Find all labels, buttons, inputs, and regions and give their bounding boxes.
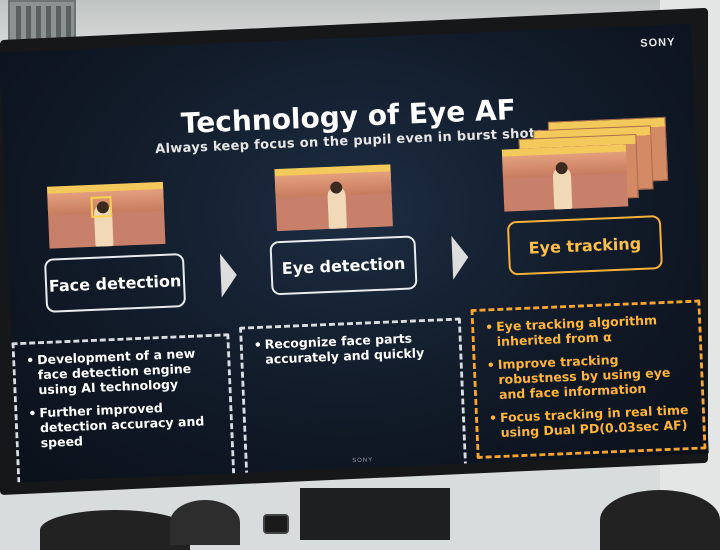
panel-bullet: Eye tracking algorithm inherited from α — [496, 311, 691, 349]
wristwatch — [263, 514, 289, 534]
stage-eye-detection: Eye detection — [269, 235, 418, 296]
panel-eye-tracking: Eye tracking algorithm inherited from α … — [470, 299, 707, 459]
panel-bullet: Recognize face parts accurately and quic… — [264, 329, 451, 367]
stage-label: Eye tracking — [528, 233, 642, 258]
eye-detection-photo — [274, 164, 393, 232]
panel-bullet: Development of a new face detection engi… — [37, 345, 221, 398]
monitor-stand — [300, 488, 450, 540]
brand-logo: SONY — [640, 36, 676, 50]
stage-face-detection: Face detection — [43, 253, 187, 313]
presentation-slide: SONY Technology of Eye AF Always keep fo… — [0, 23, 709, 483]
panel-bullet: Focus tracking in real time using Dual P… — [500, 402, 695, 440]
panel-bullet: Improve tracking robustness by using eye… — [497, 349, 693, 402]
tv-monitor: SONY Technology of Eye AF Always keep fo… — [0, 7, 709, 495]
arrow-right-icon — [451, 235, 470, 280]
panel-bullet: Further improved detection accuracy and … — [39, 398, 223, 450]
audience-heads — [0, 490, 720, 550]
face-detection-box — [90, 196, 113, 218]
arrow-right-icon — [219, 252, 238, 298]
face-detection-photo — [46, 181, 166, 249]
eye-tracking-photo — [501, 144, 629, 212]
stage-eye-tracking: Eye tracking — [506, 215, 663, 276]
panel-face-detection: Development of a new face detection engi… — [11, 333, 236, 483]
stage-label: Face detection — [48, 270, 182, 296]
panel-eye-detection: Recognize face parts accurately and quic… — [238, 317, 468, 477]
stage-label: Eye detection — [281, 253, 406, 278]
